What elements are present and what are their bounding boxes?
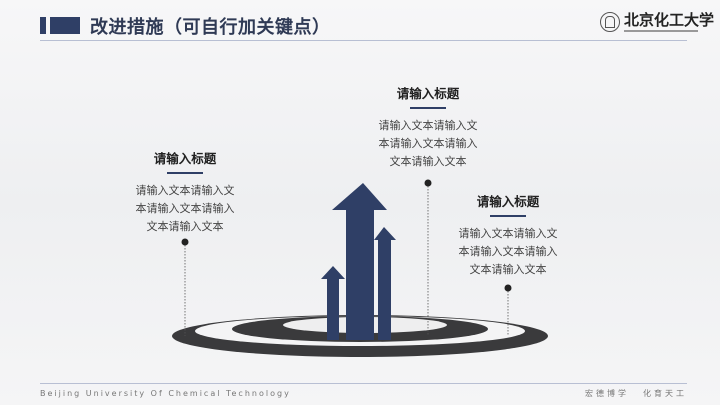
arrow-main bbox=[332, 183, 387, 340]
block-title: 请输入标题 bbox=[476, 194, 540, 209]
block-line: 本请输入文本请输入 bbox=[378, 137, 478, 150]
page-title: 改进措施（可自行加关键点） bbox=[90, 17, 331, 38]
text-block-right: 请输入标题 请输入文本请输入文 本请输入文本请输入 文本请输入文本 bbox=[438, 191, 578, 279]
logo-subtext bbox=[624, 30, 698, 32]
title-underline bbox=[410, 107, 446, 109]
footer-motto: 宏德博学 化育天工 bbox=[585, 388, 687, 399]
motto-2: 化育天工 bbox=[643, 389, 687, 398]
title-accent-bar bbox=[40, 17, 46, 34]
text-block-left: 请输入标题 请输入文本请输入文 本请输入文本请输入 文本请输入文本 bbox=[115, 148, 255, 236]
motto-1: 宏德博学 bbox=[585, 389, 629, 398]
block-line: 本请输入文本请输入 bbox=[135, 202, 235, 215]
title-underline bbox=[167, 172, 203, 174]
arrow-right bbox=[374, 227, 396, 340]
dot-right bbox=[504, 284, 512, 292]
dot-left bbox=[181, 238, 189, 246]
block-line: 文本请输入文本 bbox=[469, 263, 547, 276]
block-line: 请输入文本请输入文 bbox=[135, 184, 235, 197]
arrow-left bbox=[321, 266, 345, 340]
block-line: 文本请输入文本 bbox=[146, 220, 224, 233]
header-divider bbox=[40, 40, 687, 41]
logo-text: 北京化工大学 bbox=[624, 11, 715, 29]
block-line: 本请输入文本请输入 bbox=[458, 245, 558, 258]
dot-middle bbox=[424, 179, 432, 187]
title-accent-block bbox=[50, 17, 80, 34]
text-block-middle: 请输入标题 请输入文本请输入文 本请输入文本请输入 文本请输入文本 bbox=[358, 83, 498, 171]
footer-divider bbox=[40, 383, 687, 384]
block-line: 请输入文本请输入文 bbox=[378, 119, 478, 132]
block-line: 请输入文本请输入文 bbox=[458, 227, 558, 240]
university-logo: 北京化工大学 bbox=[600, 12, 714, 32]
block-line: 文本请输入文本 bbox=[389, 155, 467, 168]
footer-english: Beijing University Of Chemical Technolog… bbox=[40, 389, 291, 398]
block-title: 请输入标题 bbox=[153, 151, 217, 166]
block-title: 请输入标题 bbox=[396, 86, 460, 101]
seal-icon bbox=[600, 12, 620, 32]
title-underline bbox=[490, 215, 526, 217]
